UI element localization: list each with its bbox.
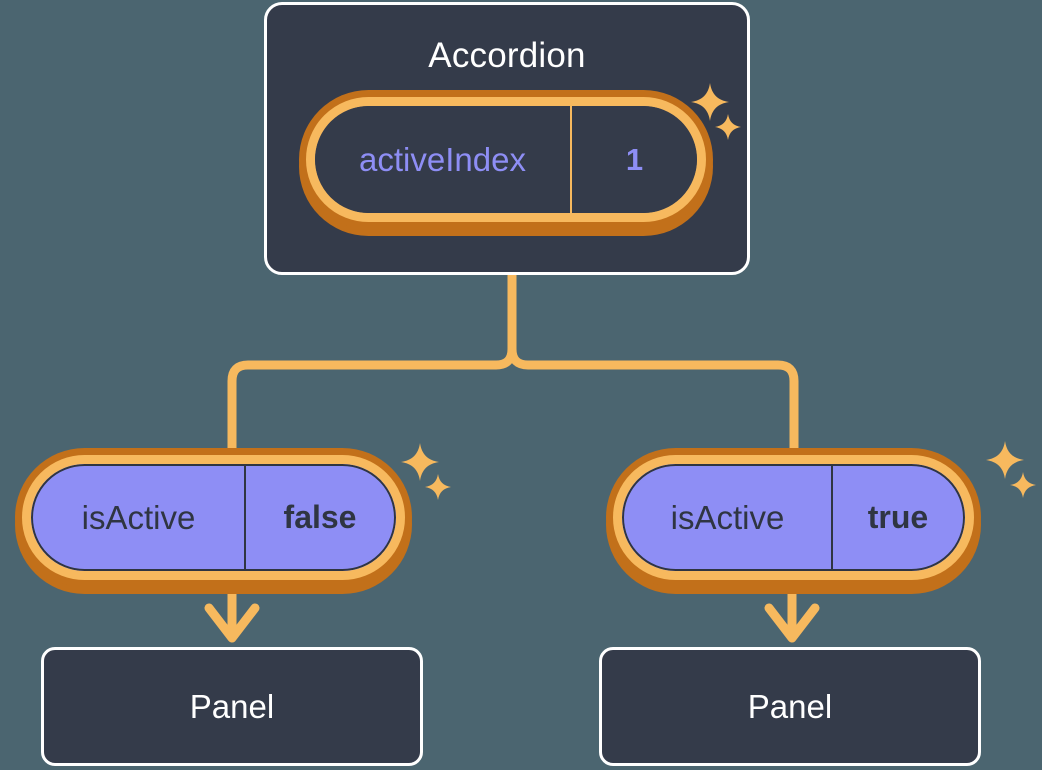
state-chip-inner: activeIndex 1 [315, 106, 697, 213]
sparkle-icon [1010, 472, 1036, 498]
prop-chip-is-active-false[interactable]: isActive false [22, 455, 405, 580]
arrow-down-icon-left [204, 580, 260, 643]
state-chip-key: activeIndex [315, 106, 572, 213]
sparkle-icon [986, 441, 1024, 479]
branch-right-wire [507, 271, 799, 460]
panel-title: Panel [189, 687, 275, 725]
prop-chip-value: true [867, 499, 929, 535]
prop-chip-key: isActive [33, 466, 246, 569]
prop-chip-inner: isActive true [622, 464, 965, 571]
prop-chip-key: isActive [624, 466, 833, 569]
accordion-title: Accordion [428, 36, 586, 75]
prop-chip-value: false [283, 499, 357, 535]
prop-chip-inner: isActive false [31, 464, 396, 571]
sparkle-group-left [400, 442, 470, 512]
panel-component-card-left[interactable]: Panel [41, 647, 423, 766]
prop-chip-is-active-true[interactable]: isActive true [613, 455, 974, 580]
state-chip-value: 1 [625, 141, 644, 177]
panel-component-card-right[interactable]: Panel [599, 647, 981, 766]
panel-title: Panel [747, 687, 833, 725]
sparkle-icon [425, 474, 451, 500]
sparkle-icon [401, 443, 439, 481]
branch-left-wire [227, 271, 517, 460]
sparkle-group-right [985, 440, 1042, 510]
state-chip-active-index[interactable]: activeIndex 1 [306, 97, 706, 222]
arrow-down-icon-right [764, 580, 820, 643]
